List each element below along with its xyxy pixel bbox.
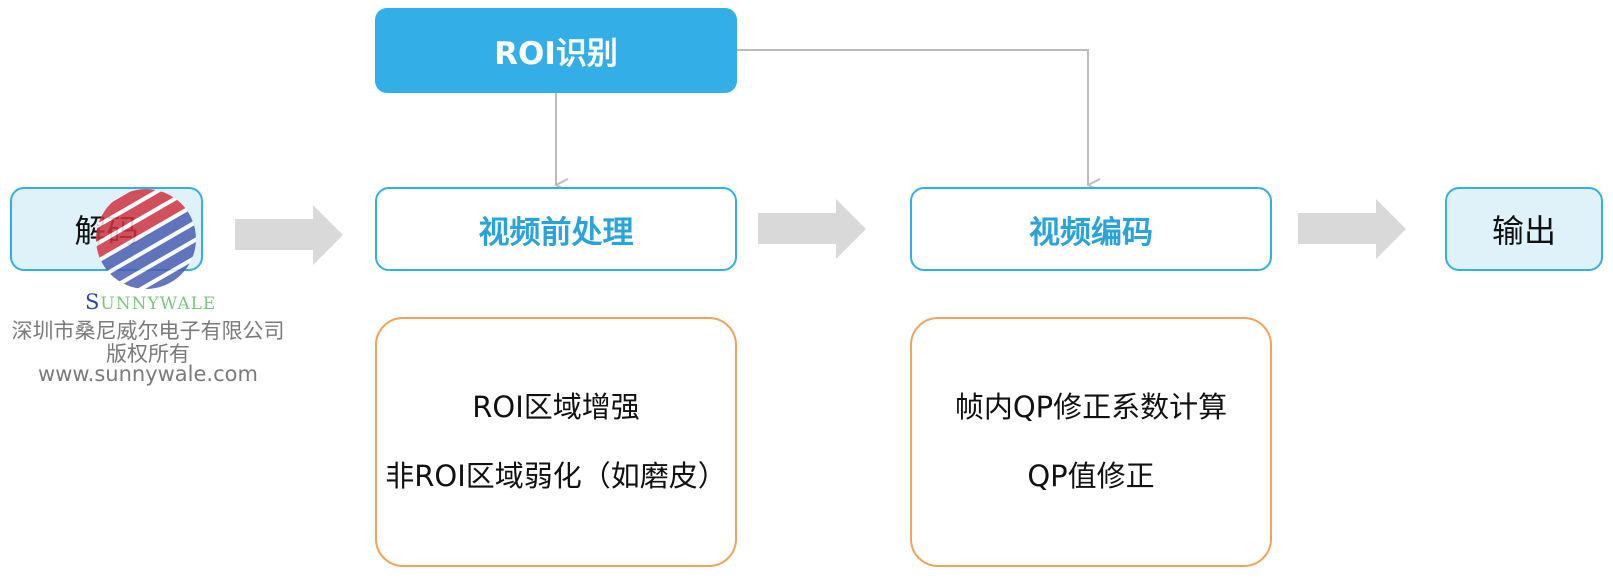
preprocess-to-encode-arrow [758,199,866,259]
preprocess-label: 视频前处理 [478,214,634,251]
watermark-brand-initial: S [85,290,101,314]
preprocess-detail-1: ROI区域增强 [472,390,640,424]
encode-label: 视频编码 [1029,214,1153,251]
roi-detection-node: ROI识别 [375,8,737,93]
preprocess-detail-box: ROI区域增强 非ROI区域弱化（如磨皮） [375,317,737,567]
watermark-company: 深圳市桑尼威尔电子有限公司 [11,319,285,343]
watermark-brand: SUNNYWALE [85,290,215,314]
watermark-brand-rest: UNNYWALE [100,294,217,314]
roi-to-encode-connector [737,49,1088,185]
encode-to-output-arrow [1298,199,1406,259]
watermark-rights: 版权所有 [106,342,190,366]
output-node: 输出 [1445,187,1603,271]
encode-detail-2: QP值修正 [1027,459,1155,493]
preprocess-detail-2: 非ROI区域弱化（如磨皮） [385,459,727,493]
preprocess-node: 视频前处理 [375,187,737,271]
watermark-url: www.sunnywale.com [38,362,258,386]
output-label: 输出 [1491,212,1556,250]
decode-to-preprocess-arrow [235,205,343,265]
encode-detail-box: 帧内QP修正系数计算 QP值修正 [910,317,1272,567]
sunnywale-logo [96,189,196,289]
encode-node: 视频编码 [910,187,1272,271]
encode-detail-1: 帧内QP修正系数计算 [954,390,1228,424]
roi-detection-label: ROI识别 [494,36,618,72]
